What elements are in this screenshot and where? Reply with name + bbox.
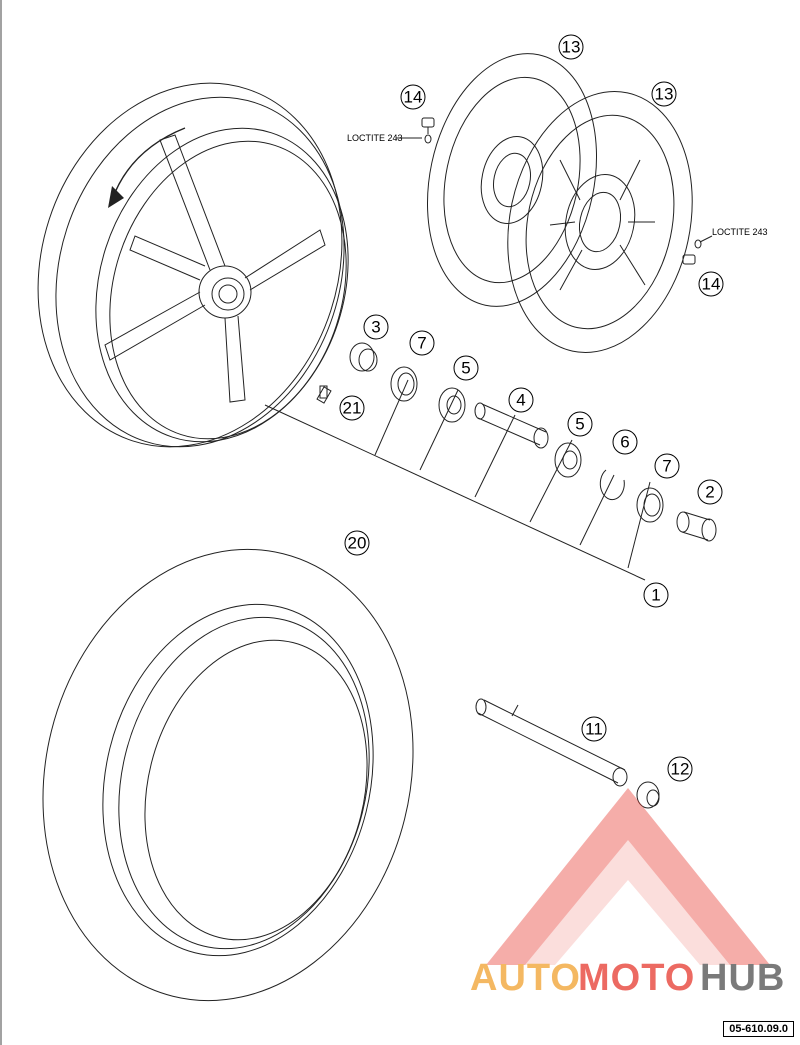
seal-ring-7a	[390, 366, 418, 402]
callout-20: 20	[344, 530, 370, 556]
axle-nut-12	[636, 781, 660, 809]
callout-7a: 7	[409, 330, 435, 356]
rotation-arrow-icon	[108, 186, 124, 208]
callout-label: 7	[662, 457, 671, 476]
callout-label: 20	[348, 534, 367, 553]
callout-label: 5	[575, 415, 584, 434]
callout-label: 6	[620, 433, 629, 452]
disc-bolt-top	[421, 117, 435, 144]
callout-14-right: 14	[698, 271, 724, 297]
callout-label: 7	[417, 334, 426, 353]
callout-label: 12	[671, 760, 690, 779]
watermark-moto: MOTO	[578, 957, 695, 999]
callout-label: 11	[585, 720, 603, 739]
callout-4: 4	[508, 387, 534, 413]
callout-3: 3	[363, 314, 389, 340]
loctite-note-right: LOCTITE 243	[712, 227, 768, 237]
watermark-hub: HUB	[700, 957, 785, 999]
nipple-21	[319, 385, 328, 399]
callout-label: 14	[702, 275, 721, 294]
wheel-rim	[37, 82, 349, 448]
callout-label: 1	[651, 586, 660, 605]
callout-label: 2	[705, 483, 714, 502]
diagram-reference-code: 05-610.09.0	[723, 1021, 794, 1037]
tire-20	[42, 548, 414, 1002]
callout-label: 14	[404, 88, 423, 107]
loctite-note-top: LOCTITE 243	[347, 133, 403, 143]
spacer-2	[676, 511, 717, 542]
callout-21: 21	[339, 395, 365, 421]
watermark-auto: AUTO	[470, 957, 581, 999]
callout-6: 6	[612, 429, 638, 455]
callout-12: 12	[667, 756, 693, 782]
circlip-6	[599, 469, 625, 501]
callout-13-front: 13	[651, 81, 677, 107]
callout-14-top: 14	[400, 84, 426, 110]
leader-lines	[264, 137, 713, 581]
callout-13-rear: 13	[558, 34, 584, 60]
callout-label: 13	[562, 38, 581, 57]
callout-5b: 5	[567, 411, 593, 437]
callout-label: 21	[343, 399, 362, 418]
disc-bolt-right	[682, 239, 702, 265]
bearing-5a	[438, 387, 466, 423]
callout-2: 2	[697, 479, 723, 505]
callout-label: 4	[516, 391, 525, 410]
brake-disc-front	[507, 91, 693, 353]
automotohub-logo: AUTO MOTO HUB	[470, 788, 785, 999]
callout-11: 11	[581, 716, 607, 742]
callout-5a: 5	[453, 355, 479, 381]
axle-11	[475, 698, 628, 787]
spacer-3	[349, 342, 378, 372]
callout-1: 1	[643, 582, 669, 608]
callout-label: 13	[655, 85, 674, 104]
callout-7b: 7	[654, 453, 680, 479]
spacer-sleeve-4	[474, 402, 549, 449]
bearing-5b	[554, 442, 582, 478]
callout-label: 5	[461, 359, 470, 378]
callout-label: 3	[371, 318, 380, 337]
